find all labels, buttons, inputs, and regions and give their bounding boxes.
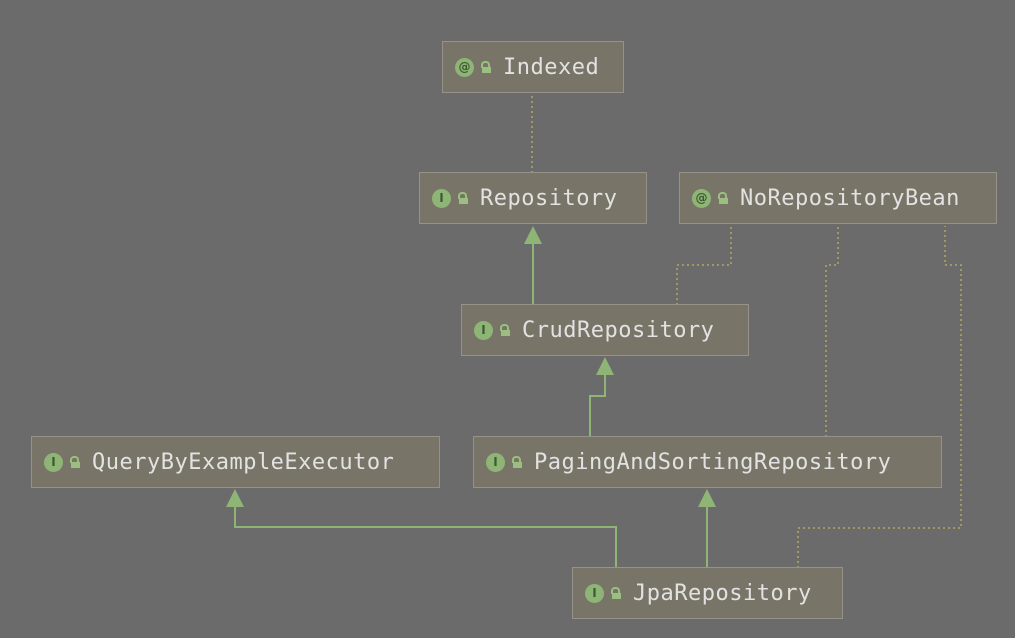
node-label: Repository [480, 185, 618, 211]
interface-icon: I [474, 320, 493, 340]
node-crudrepository[interactable]: I CrudRepository [461, 304, 749, 356]
lock-icon [457, 192, 468, 204]
lock-icon [610, 587, 621, 599]
arrowhead-repository [524, 226, 542, 244]
node-norepositorybean[interactable]: @ NoRepositoryBean [679, 172, 997, 224]
node-jparepository[interactable]: I JpaRepository [572, 567, 843, 619]
lock-icon [499, 324, 510, 336]
interface-icon: I [486, 452, 505, 472]
arrowhead-querybyexample [226, 489, 244, 507]
interface-icon: I [44, 452, 63, 472]
node-label: CrudRepository [522, 317, 715, 343]
node-indexed[interactable]: @ Indexed [442, 41, 624, 93]
annotation-icon: @ [692, 188, 711, 208]
node-repository[interactable]: I Repository [419, 172, 647, 224]
edge-jpa-querybyexample [234, 506, 617, 568]
edge-paging-crud [589, 375, 606, 437]
lock-icon [69, 456, 80, 468]
edge-crud-norepositorybean [676, 226, 732, 305]
edge-paging-norepositorybean [825, 226, 839, 437]
node-querybyexampleexecutor[interactable]: I QueryByExampleExecutor [31, 436, 440, 488]
node-label: JpaRepository [633, 580, 812, 606]
interface-icon: I [432, 188, 451, 208]
annotation-icon: @ [455, 57, 474, 77]
node-label: QueryByExampleExecutor [92, 449, 395, 475]
lock-icon [717, 192, 728, 204]
interface-icon: I [585, 583, 604, 603]
node-label: Indexed [503, 54, 600, 80]
lock-icon [511, 456, 522, 468]
lock-icon [480, 61, 491, 73]
node-pagingandsortingrepository[interactable]: I PagingAndSortingRepository [473, 436, 942, 488]
node-label: NoRepositoryBean [740, 185, 960, 211]
arrowhead-crud [596, 357, 614, 375]
edge-jpa-norepositorybean [797, 226, 962, 568]
arrowhead-paging [698, 489, 716, 507]
node-label: PagingAndSortingRepository [534, 449, 892, 475]
